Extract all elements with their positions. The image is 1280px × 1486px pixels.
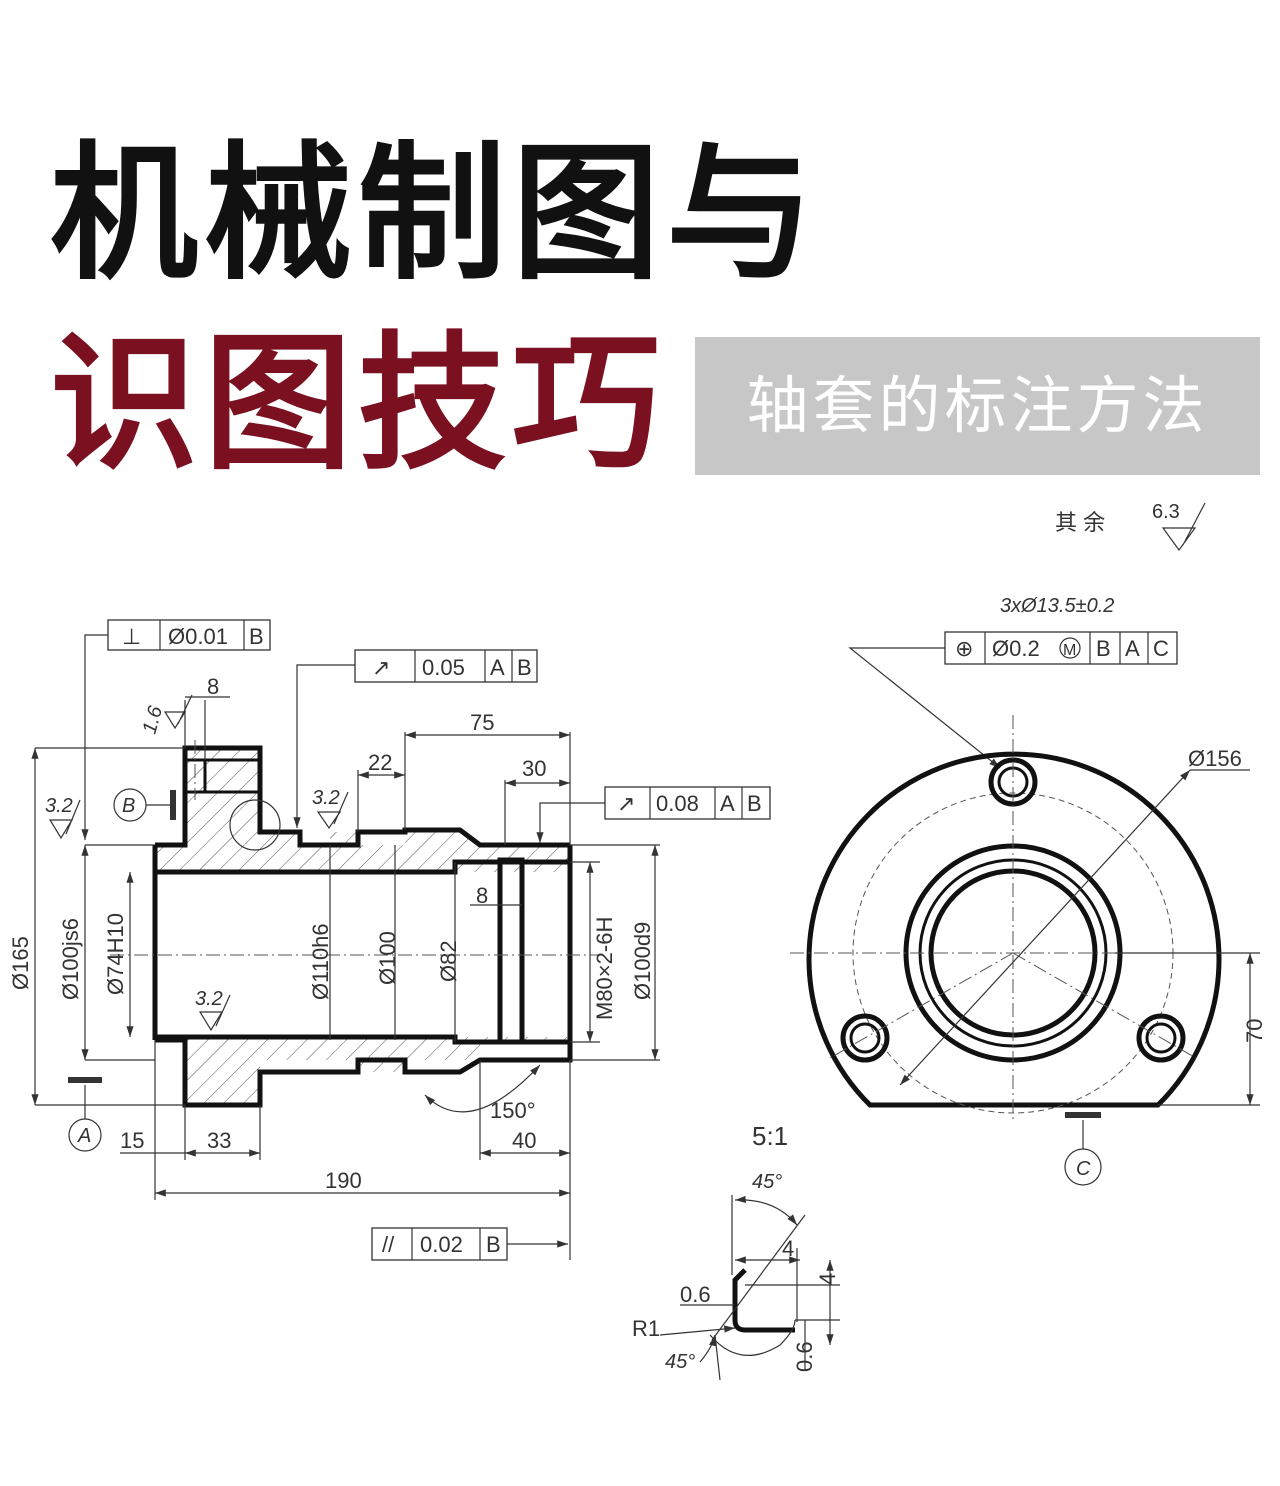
datum-b: B — [122, 795, 135, 817]
dim-d110h6: Ø110h6 — [308, 923, 333, 1000]
position-datum-b: B — [1096, 636, 1111, 661]
dim-22: 22 — [368, 750, 392, 775]
tolerance-frame-perpendicularity: ⊥ Ø0.01 B — [81, 619, 271, 840]
position-datum-c: C — [1153, 636, 1169, 661]
dim-33: 33 — [207, 1128, 231, 1153]
position-value: Ø0.2 — [992, 636, 1040, 661]
flange-hole — [183, 758, 262, 794]
dim-8-groove: 8 — [476, 883, 488, 908]
detail-dim-4a: 4 — [782, 1236, 794, 1261]
dim-d100js6: Ø100js6 — [58, 918, 83, 1000]
runout2-datum-b: B — [747, 791, 762, 816]
detail-angle-bottom: 45° — [665, 1351, 695, 1373]
dim-thread: M80×2-6H — [592, 917, 617, 1020]
runout2-symbol-icon: ↗ — [617, 791, 635, 816]
dim-8-top: 8 — [207, 674, 219, 699]
dim-190: 190 — [325, 1168, 362, 1193]
dim-30: 30 — [522, 756, 546, 781]
section-view — [110, 740, 600, 1108]
dim-d100: Ø100 — [375, 931, 400, 985]
datum-a: A — [77, 1125, 91, 1147]
dim-d165: Ø165 — [8, 936, 33, 990]
tolerance-frame-runout-2: ↗ 0.08 A B — [536, 786, 771, 843]
internal-groove — [497, 857, 525, 1045]
detail-dim-06a: 0.6 — [680, 1282, 711, 1307]
bolt-hole-left — [840, 1013, 890, 1063]
roughness-icon — [48, 799, 81, 840]
perp-symbol-icon: ⊥ — [122, 624, 141, 649]
parallel-datum: B — [486, 1232, 501, 1257]
dim-angle-150: 150° — [490, 1098, 536, 1123]
detail-view: 5:1 45° 4 4 0.6 0.6 R1 45° — [632, 1121, 840, 1381]
roughness-rest-label: 其 余 — [1055, 510, 1105, 535]
detail-dim-4b: 4 — [815, 1273, 840, 1285]
subtitle-text: 轴套的标注方法 — [746, 369, 1209, 442]
dim-d82: Ø82 — [436, 940, 461, 982]
runout1-value: 0.05 — [422, 655, 465, 680]
dim-40: 40 — [512, 1128, 536, 1153]
perp-datum: B — [249, 624, 264, 649]
roughness-icon — [163, 694, 193, 730]
dim-d74h10: Ø74H10 — [103, 913, 128, 995]
dim-70: 70 — [1242, 1019, 1267, 1043]
detail-scale: 5:1 — [752, 1121, 788, 1151]
datum-markers: B A C — [68, 788, 1102, 1186]
detail-angle-top: 45° — [752, 1171, 782, 1193]
roughness-icon — [316, 791, 349, 830]
perp-value: Ø0.01 — [168, 624, 228, 649]
tolerance-frame-position: ⊕ Ø0.2 M B A C — [944, 631, 1178, 665]
parallel-value: 0.02 — [420, 1232, 463, 1257]
runout2-datum-a: A — [720, 791, 735, 816]
title-line-2: 识图技巧 — [50, 318, 666, 490]
dim-15: 15 — [120, 1128, 144, 1153]
detail-circle — [229, 799, 281, 851]
position-symbol-icon: ⊕ — [955, 636, 973, 661]
runout2-value: 0.08 — [656, 791, 699, 816]
detail-profile — [732, 1268, 795, 1333]
runout1-datum-a: A — [490, 655, 505, 680]
tolerance-frame-runout-1: ↗ 0.05 A B — [293, 649, 538, 828]
tolerance-frame-parallel: // 0.02 B — [371, 1227, 568, 1261]
dim-d156: Ø156 — [1188, 746, 1242, 771]
datum-c: C — [1076, 1158, 1091, 1180]
runout1-symbol-icon: ↗ — [372, 655, 390, 680]
roughness-3-2-c: 3.2 — [195, 988, 223, 1010]
position-modifier: M — [1063, 642, 1076, 659]
runout1-datum-b: B — [517, 655, 532, 680]
roughness-1-6: 1.6 — [139, 703, 168, 736]
detail-r1: R1 — [632, 1316, 660, 1341]
subtitle-banner: 轴套的标注方法 — [695, 337, 1260, 475]
vertical-dimensions: Ø165 Ø100js6 Ø74H10 Ø110h6 Ø100 Ø82 M80×… — [8, 747, 660, 1106]
dim-holes: 3xØ13.5±0.2 — [1000, 595, 1114, 617]
end-view: 3xØ13.5±0.2 ⊕ Ø0.2 M B A C — [790, 595, 1267, 1120]
roughness-symbols: 1.6 3.2 3.2 3.2 — [45, 694, 349, 1032]
flange-outline — [806, 751, 1222, 1108]
parallel-symbol-icon: // — [382, 1232, 395, 1257]
roughness-symbol-icon — [1161, 502, 1206, 552]
roughness-icon — [198, 994, 231, 1032]
roughness-rest-note: 其 余 6.3 — [1055, 501, 1206, 552]
position-datum-a: A — [1125, 636, 1140, 661]
horizontal-dimensions: 8 75 22 30 8 15 33 40 190 150° — [120, 674, 571, 1260]
roughness-3-2-b: 3.2 — [312, 787, 340, 809]
title-line-1: 机械制图与 — [50, 128, 820, 300]
roughness-3-2-a: 3.2 — [45, 795, 73, 817]
roughness-rest-value: 6.3 — [1152, 501, 1180, 523]
dim-d100d9: Ø100d9 — [630, 922, 655, 1000]
dim-75: 75 — [470, 710, 494, 735]
outer-profile-top — [155, 745, 570, 848]
